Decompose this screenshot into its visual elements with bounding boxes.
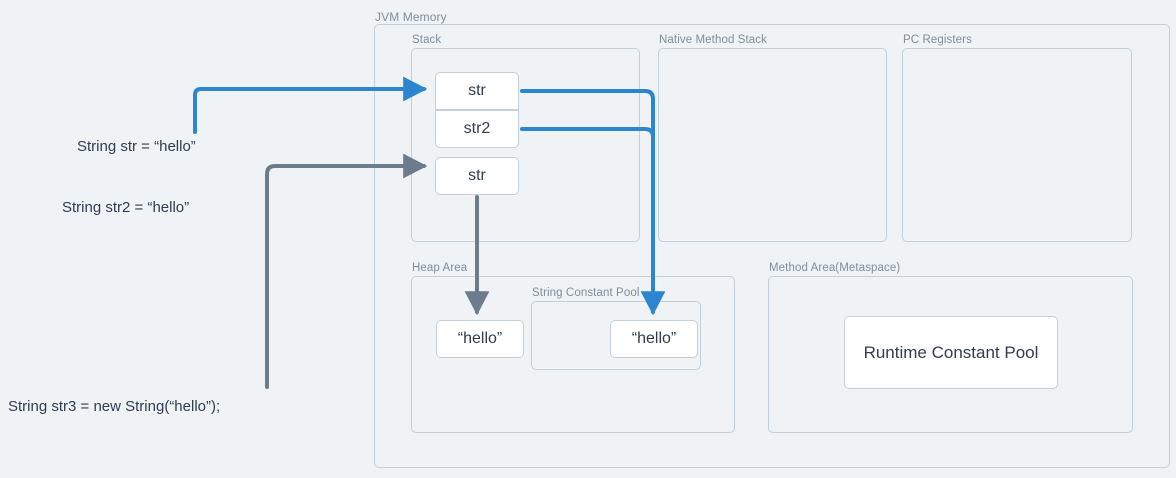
method-area-container bbox=[768, 276, 1133, 433]
pc-registers-label: PC Registers bbox=[903, 34, 972, 46]
heap-object-hello[interactable]: “hello” bbox=[436, 320, 524, 358]
stack-frame-str2[interactable]: str2 bbox=[435, 110, 519, 148]
stack-frame-str3[interactable]: str bbox=[435, 157, 519, 195]
stack-frame-str[interactable]: str bbox=[435, 72, 519, 110]
stack-frame-str3-label: str bbox=[468, 167, 486, 184]
code-caption-str: String str = “hello” bbox=[77, 138, 196, 155]
stack-frame-str-label: str bbox=[468, 82, 486, 99]
jvm-memory-label: JVM Memory bbox=[375, 10, 447, 24]
code-caption-str2: String str2 = “hello” bbox=[62, 199, 190, 216]
pool-object-hello[interactable]: “hello” bbox=[610, 320, 698, 358]
pc-registers-container bbox=[902, 48, 1132, 242]
runtime-constant-pool-label: Runtime Constant Pool bbox=[863, 342, 1039, 362]
pool-object-hello-label: “hello” bbox=[631, 330, 677, 347]
heap-object-hello-label: “hello” bbox=[457, 330, 503, 347]
code-caption-str3: String str3 = new String(“hello”); bbox=[8, 398, 221, 415]
heap-area-label: Heap Area bbox=[412, 262, 468, 274]
native-method-stack-label: Native Method Stack bbox=[659, 34, 768, 46]
method-area-label: Method Area(Metaspace) bbox=[769, 262, 901, 274]
native-method-stack-container bbox=[658, 48, 887, 242]
stack-frame-str2-label: str2 bbox=[463, 120, 491, 137]
string-constant-pool-label: String Constant Pool bbox=[532, 287, 640, 299]
stack-label: Stack bbox=[412, 34, 442, 46]
runtime-constant-pool-box[interactable]: Runtime Constant Pool bbox=[844, 316, 1058, 389]
